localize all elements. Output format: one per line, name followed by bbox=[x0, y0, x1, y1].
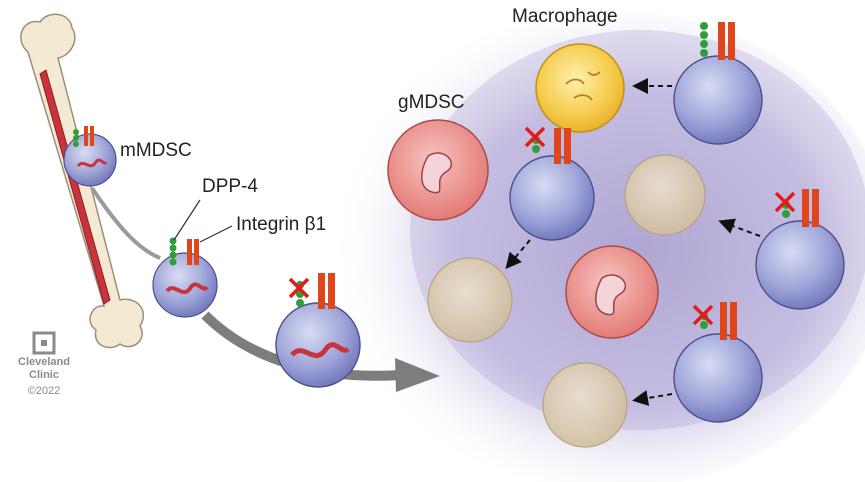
gmdsc-cell-upper bbox=[387, 119, 489, 221]
logo-text-line2: Clinic bbox=[29, 369, 59, 381]
mmdsc-cell-tissue-mid bbox=[509, 126, 595, 241]
mmdsc-cell-bone bbox=[63, 126, 117, 187]
label-dpp4: DPP-4 bbox=[202, 176, 258, 197]
macrophage-cell-faded-1 bbox=[624, 154, 706, 236]
migration-arrowhead bbox=[395, 358, 440, 392]
macrophage-cell-yellow bbox=[535, 43, 625, 133]
integrin-pointer-line bbox=[199, 225, 233, 243]
arrow-to-faded-2 bbox=[505, 239, 531, 270]
macrophage-cell-faded-2 bbox=[427, 257, 513, 343]
logo-text-line1: Cleveland bbox=[18, 356, 70, 368]
gmdsc-cell-lower bbox=[565, 245, 659, 339]
arrow-to-faded-1 bbox=[718, 218, 761, 237]
label-macrophage: Macrophage bbox=[512, 6, 618, 27]
mmdsc-cell-inhibited bbox=[275, 273, 361, 388]
logo-copyright: ©2022 bbox=[27, 385, 61, 397]
differentiation-arrows bbox=[505, 78, 761, 406]
migration-arrow-upper bbox=[90, 186, 161, 260]
label-mmdsc: mMDSC bbox=[120, 140, 192, 161]
label-integrin: Integrin β1 bbox=[236, 214, 327, 235]
mmdsc-cell-tissue-top bbox=[673, 22, 763, 145]
mmdsc-cell-tissue-bottom bbox=[673, 302, 763, 423]
mmdsc-cell-tissue-right bbox=[755, 189, 845, 310]
macrophage-cell-faded-3 bbox=[542, 362, 628, 448]
label-gmdsc: gMDSC bbox=[398, 92, 465, 113]
mmdsc-cell-migrating bbox=[152, 237, 218, 318]
dpp4-pointer-line bbox=[173, 199, 201, 241]
cleveland-clinic-logo bbox=[32, 331, 56, 355]
arrow-to-faded-3 bbox=[632, 390, 673, 406]
